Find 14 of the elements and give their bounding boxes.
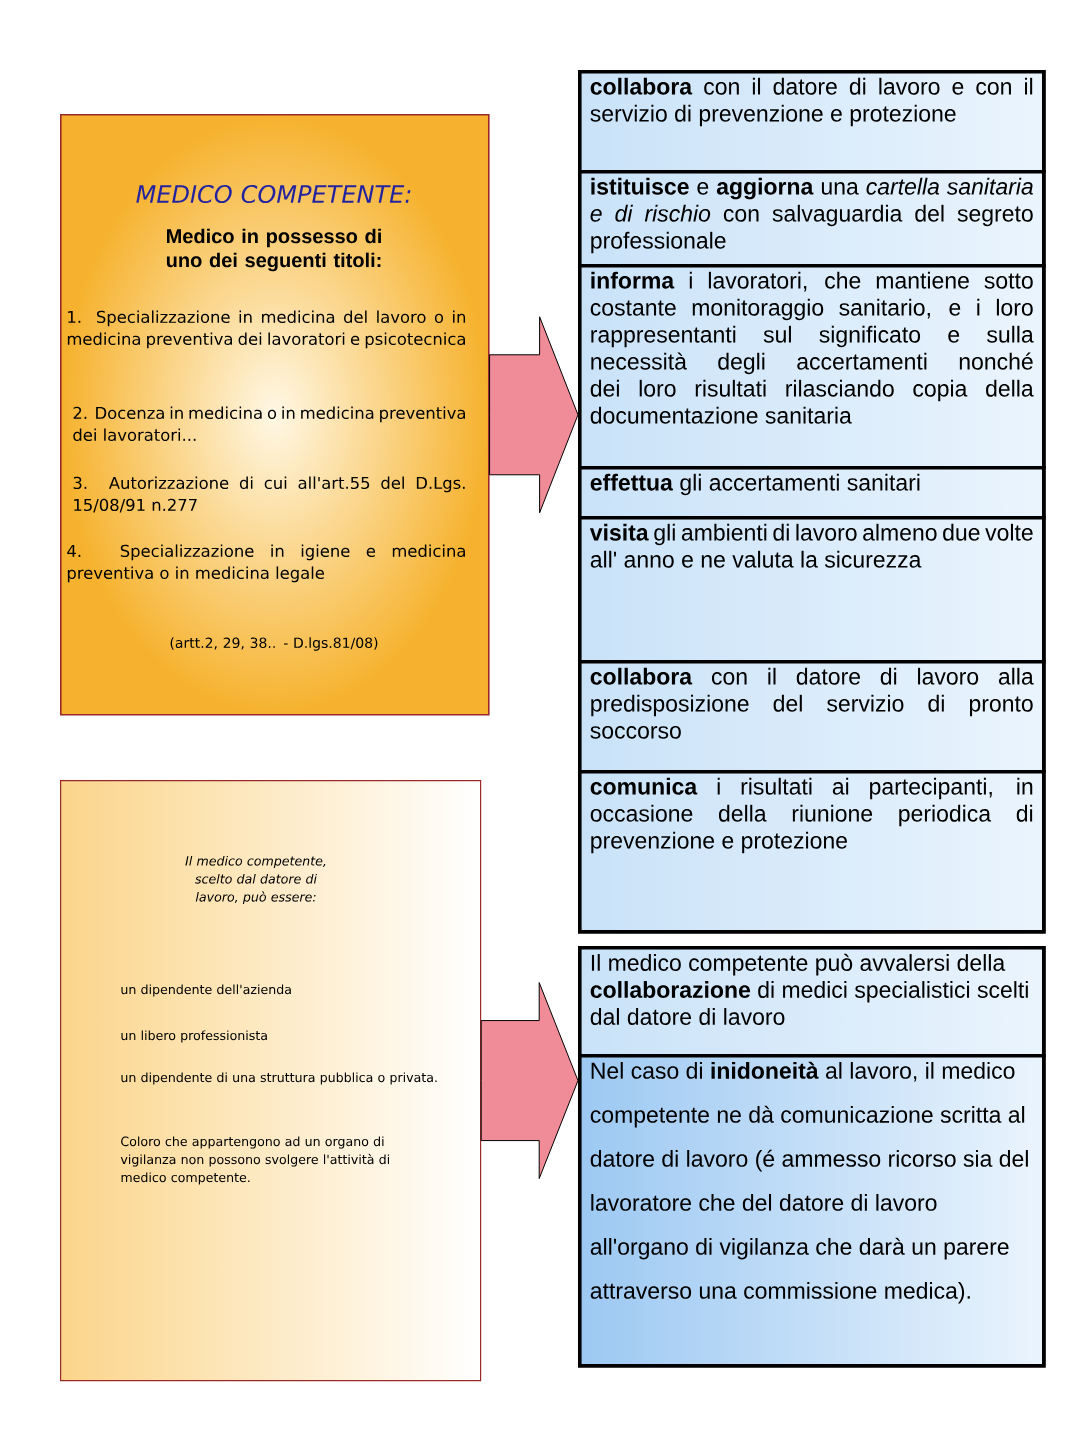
info-row: Il medico competente può avvalersi della collaborazione di medici specialistici scelti dal datore di lavoro	[578, 946, 1046, 1058]
block-arrow	[480, 982, 579, 1180]
info-row: effettua gli accertamenti sanitari	[578, 466, 1046, 520]
info-row: collabora con il datore di lavoro e con il servizio di prevenzione e protezione	[578, 70, 1046, 174]
list-item: 1. Specializzazione in medicina del lavoro o in medicina preventiva dei lavoratori e psicotecnica	[67, 310, 466, 349]
info-row: collabora con il datore di lavoro alla predisposizione del servizio di pronto soccorso	[578, 660, 1046, 774]
list-item: 3. Autorizzazione di cui all'art.55 del D.Lgs. 15/08/91 n.277	[73, 476, 465, 513]
list-item: 2. Docenza in medicina o in medicina preventiva dei lavoratori...	[73, 406, 465, 442]
block-arrow	[489, 316, 579, 514]
info-row: istituisce e aggiorna una cartella sanitaria e di rischio con salvaguardia del segreto professionale	[578, 170, 1046, 268]
subheading: Medico in possesso di uno dei seguenti titoli:	[166, 228, 381, 272]
info-row: comunica i risultati ai partecipanti, in occasione della riunione periodica di prevenzione e protezione	[578, 770, 1046, 934]
heading: MEDICO COMPETENTE:	[136, 184, 411, 204]
list-item: 4. Specializzazione in igiene e medicina preventiva o in medicina legale	[67, 544, 465, 583]
